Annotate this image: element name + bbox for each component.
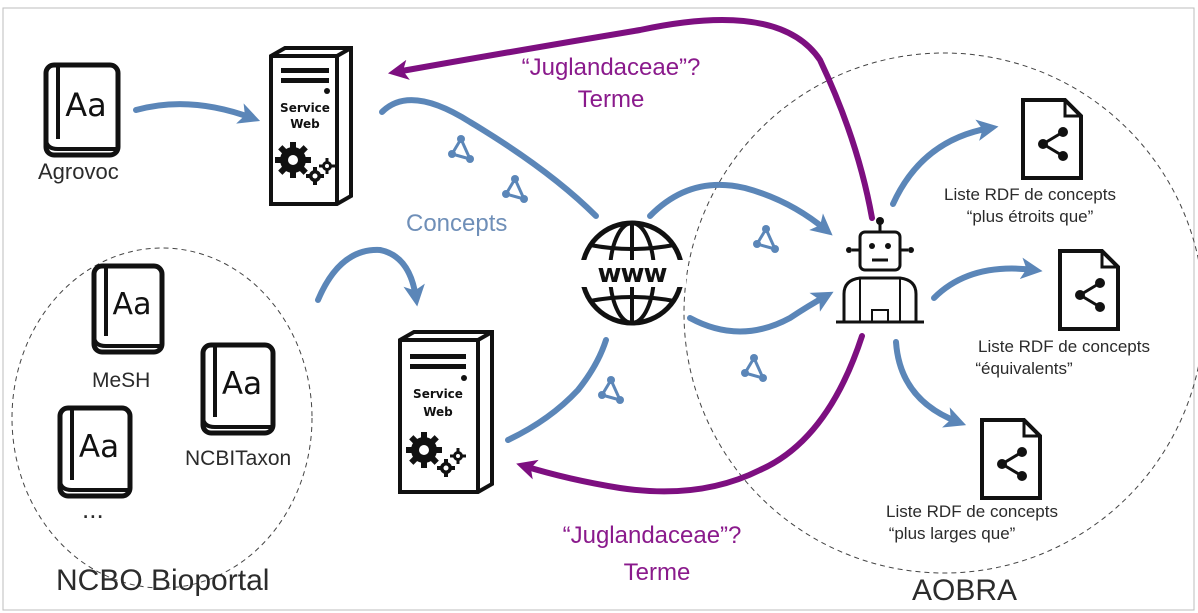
equivalent-list-label-line2: “équivalents”	[975, 359, 1073, 378]
service-top-to-web-arrow	[379, 97, 599, 219]
web-to-robot-arrow-bottom	[687, 291, 834, 335]
mesh-label: MeSH	[92, 369, 151, 392]
svg-text:www: www	[597, 259, 667, 289]
narrower-list-label-line1: Liste RDF de concepts	[944, 185, 1116, 204]
share-icon	[997, 447, 1027, 481]
web-service-server-top-icon: Service Web	[269, 46, 353, 206]
svg-text:Web: Web	[290, 117, 320, 131]
other-vocabulary-book-icon: Aa	[57, 405, 133, 499]
svg-text:Service: Service	[280, 101, 330, 115]
query-arrow-bottom	[516, 333, 865, 495]
concept-share-icon	[500, 173, 530, 205]
web-to-robot-arrow-top	[647, 181, 833, 236]
svg-text:Web: Web	[423, 405, 453, 419]
ncbo-bioportal-label: NCBO Bioportal	[56, 564, 270, 597]
term-bottom-label: Terme	[623, 559, 691, 586]
concept-share-icon	[596, 374, 626, 406]
aobra-robot-icon	[836, 217, 924, 324]
equivalent-list-label-line1: Liste RDF de concepts	[978, 337, 1150, 356]
small-gear-icon	[437, 459, 455, 477]
small-gear-icon-2	[450, 448, 466, 464]
small-gear-icon	[306, 167, 324, 185]
query-top-label: “Juglandaceae”?	[521, 54, 701, 81]
gear-icon	[275, 142, 311, 178]
svg-text:Aa: Aa	[113, 287, 152, 322]
rdf-document-broader-icon	[980, 418, 1042, 500]
share-icon	[1038, 127, 1068, 161]
robot-to-narrower-arrow	[890, 119, 999, 207]
ncbitaxon-label: NCBITaxon	[185, 447, 292, 470]
query-bottom-label: “Juglandaceae”?	[562, 522, 742, 549]
ncbitaxon-book-icon: Aa	[200, 342, 276, 436]
concept-share-icon	[751, 223, 781, 255]
gear-icon	[406, 432, 442, 468]
web-service-server-bottom-icon: Service Web	[398, 330, 494, 494]
rdf-document-equivalent-icon	[1058, 249, 1120, 331]
aobra-group	[683, 52, 1198, 574]
agrovoc-to-service-arrow	[133, 101, 261, 124]
broader-list-label-line1: Liste RDF de concepts	[886, 502, 1058, 521]
more-vocabularies-label: ...	[82, 494, 104, 524]
concept-share-icon	[446, 133, 476, 165]
agrovoc-book-icon: Aa	[43, 62, 121, 158]
aobra-label: AOBRA	[912, 574, 1018, 607]
small-gear-icon-2	[319, 158, 335, 174]
share-icon	[1075, 278, 1105, 312]
agrovoc-label: Agrovoc	[38, 159, 119, 184]
robot-to-broader-arrow	[893, 339, 967, 428]
term-top-label: Terme	[577, 86, 645, 113]
robot-to-equivalent-arrow	[931, 257, 1043, 301]
www-globe-icon: www	[578, 220, 686, 326]
narrower-list-label-line2: “plus étroits que”	[966, 207, 1094, 226]
query-arrow-top	[387, 17, 875, 221]
concepts-label: Concepts	[406, 210, 508, 237]
ncbo-bioportal-group	[11, 247, 313, 589]
frame-border	[2, 7, 1195, 611]
bioportal-to-service-arrow	[315, 246, 425, 307]
broader-list-label-line2: “plus larges que”	[888, 524, 1016, 543]
rdf-document-narrower-icon	[1021, 98, 1083, 180]
svg-text:Aa: Aa	[65, 86, 107, 124]
svg-text:Aa: Aa	[79, 429, 119, 465]
mesh-book-icon: Aa	[91, 263, 165, 355]
service-bottom-to-web-arrow	[505, 337, 609, 443]
concept-share-icon	[739, 352, 769, 384]
svg-text:Aa: Aa	[222, 366, 262, 402]
svg-text:Service: Service	[413, 387, 463, 401]
